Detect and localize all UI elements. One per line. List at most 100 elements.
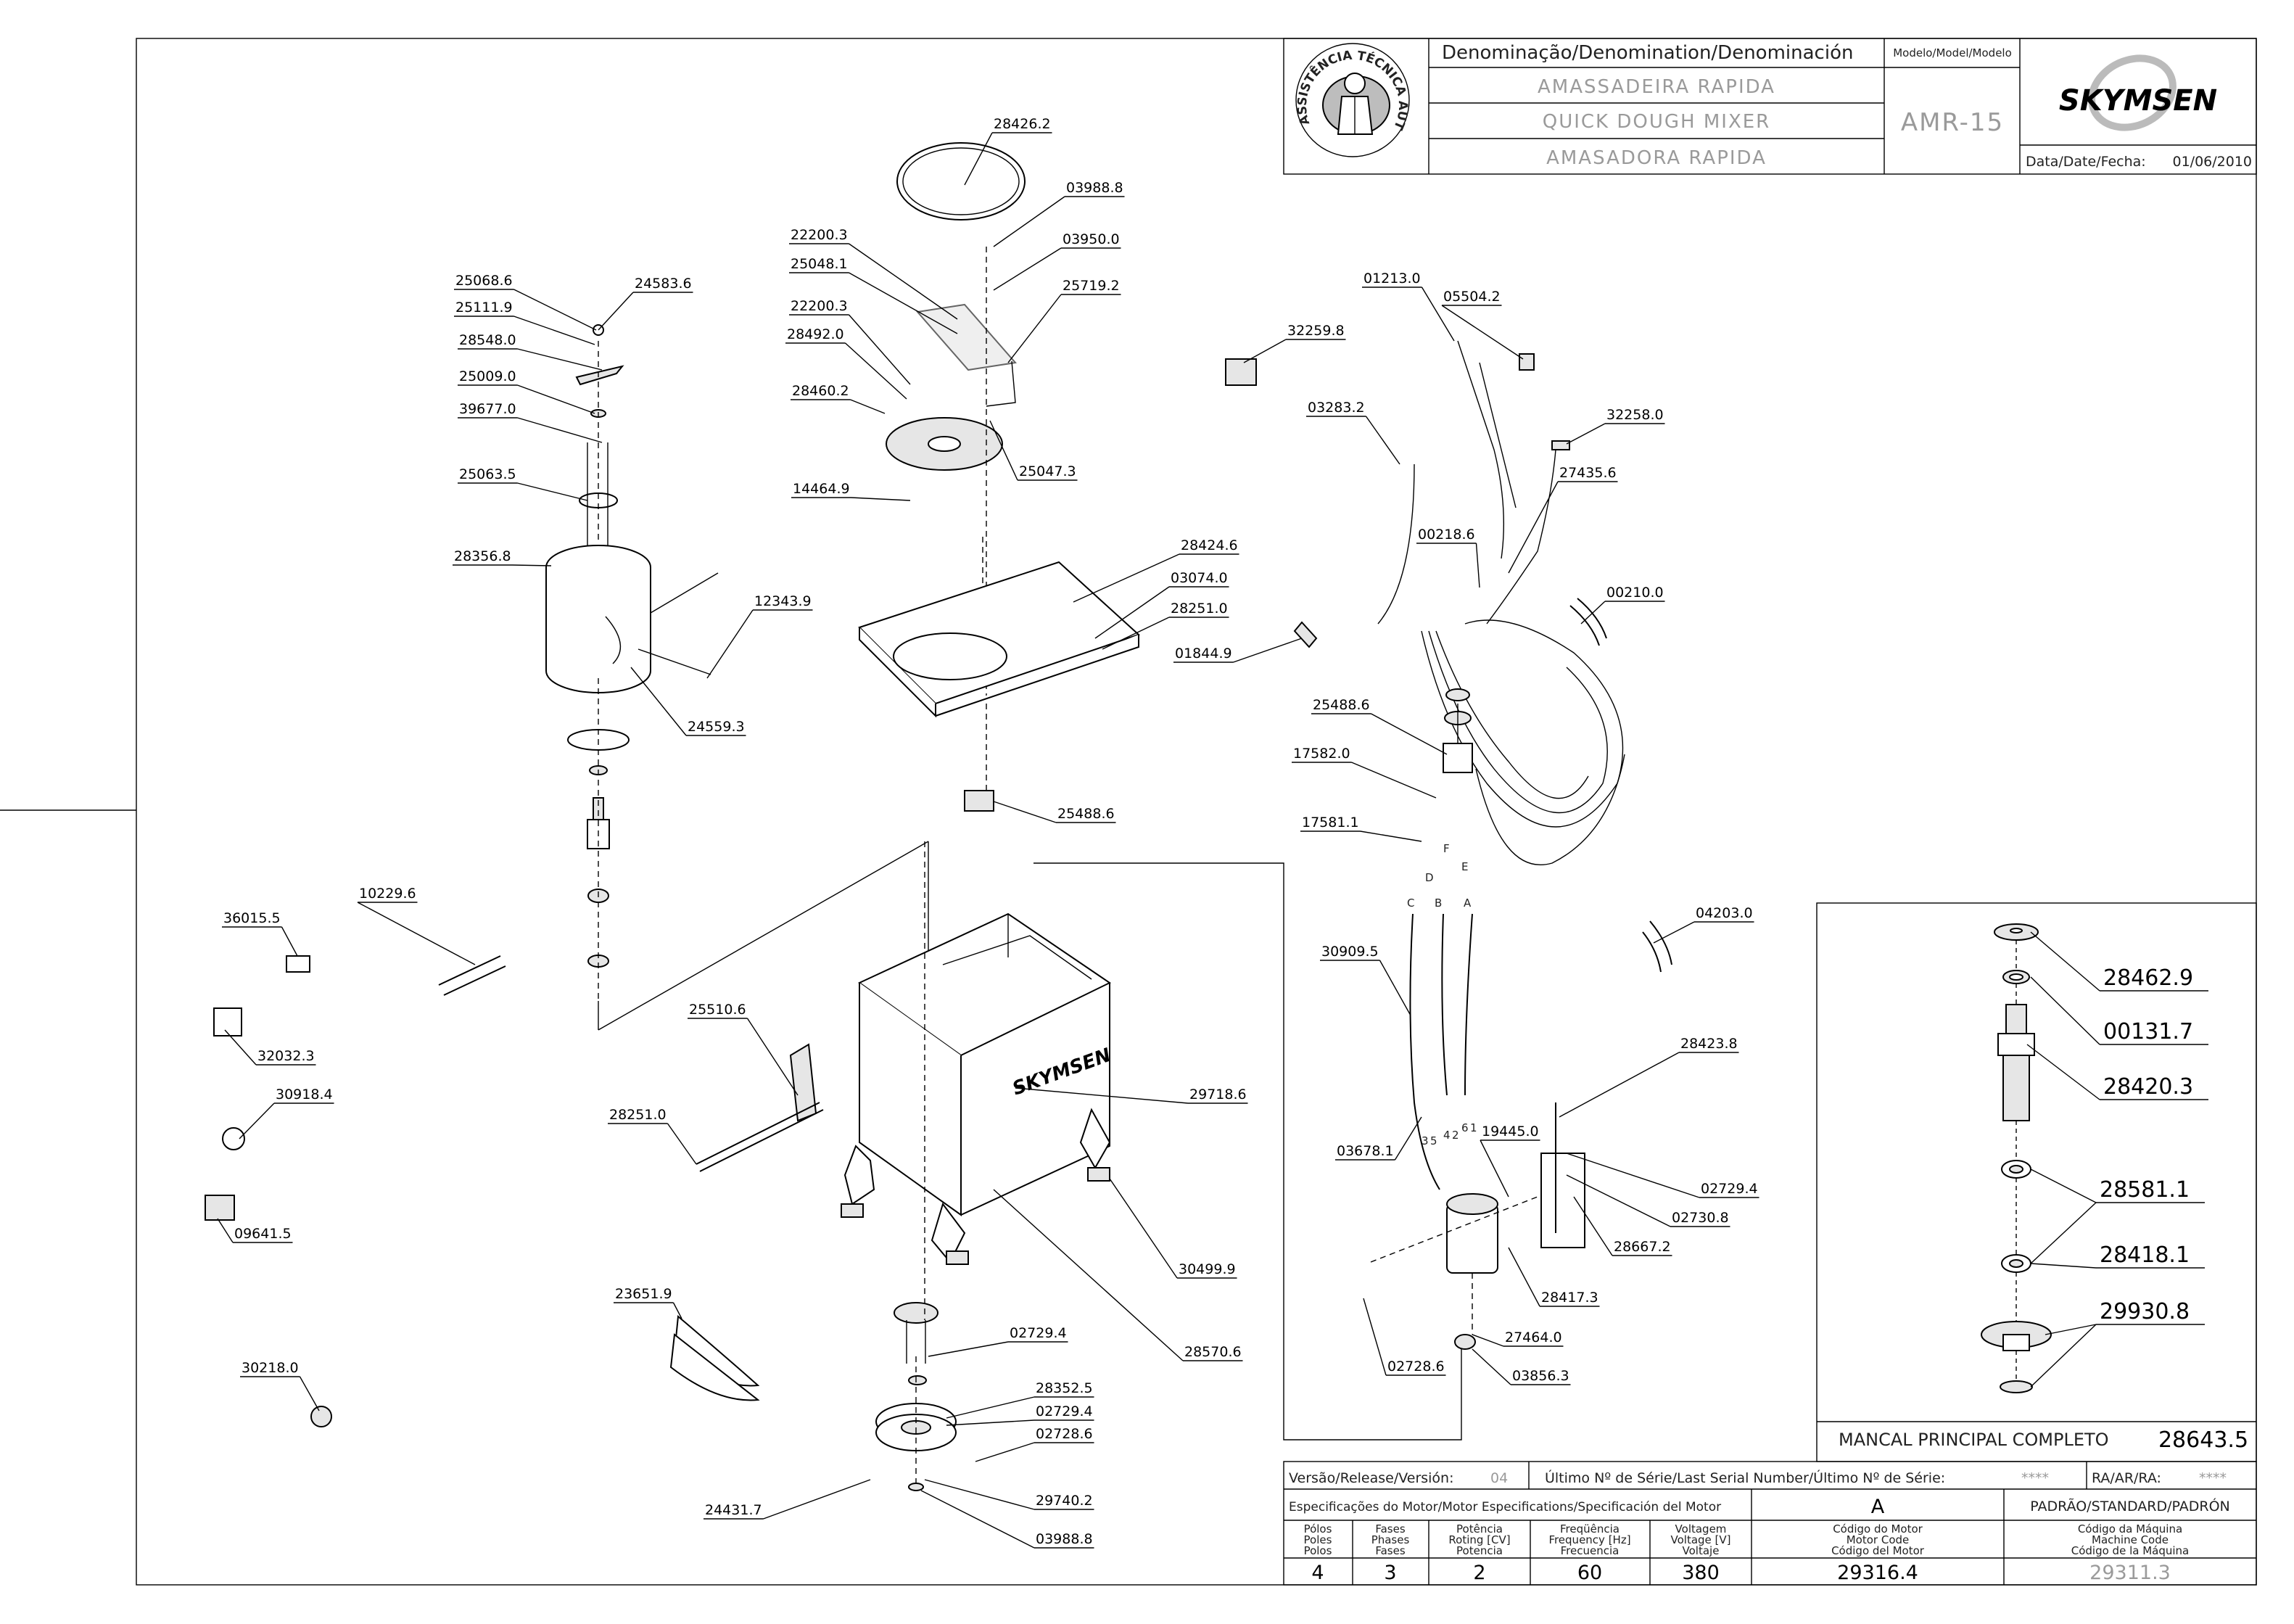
- wire-letter: 5: [1430, 1134, 1437, 1147]
- part-number-label: 00210.0: [1606, 585, 1664, 601]
- leader-line: [1580, 601, 1606, 625]
- brand-name: SKYMSEN: [2059, 84, 2217, 118]
- part-number-label: 05504.2: [1443, 289, 1501, 305]
- part-number-label: 01844.9: [1175, 646, 1232, 661]
- part-number-label: 24431.7: [705, 1502, 762, 1518]
- leader-line: [1379, 960, 1411, 1016]
- part-number-label: 28352.5: [1036, 1380, 1093, 1396]
- leader-line: [513, 289, 597, 331]
- spec-column-header: Código do Motor: [1833, 1522, 1923, 1536]
- wire-letter: D: [1425, 871, 1434, 884]
- denomination-header: Denominação/Denomination/Denominación: [1442, 42, 1853, 64]
- spec-column-header: Machine Code: [2092, 1533, 2169, 1546]
- leader-line: [299, 1376, 320, 1411]
- part-number-label: 25048.1: [791, 256, 848, 272]
- part-number-label: 27435.6: [1559, 465, 1617, 481]
- inset-part-label: 29930.8: [2100, 1299, 2190, 1324]
- inset-title: MANCAL PRINCIPAL COMPLETO: [1839, 1430, 2109, 1450]
- part-number-label: 29740.2: [1036, 1493, 1093, 1509]
- leader-line: [517, 384, 595, 414]
- part-number-label: 28251.0: [1171, 601, 1228, 617]
- spec-table: Versão/Release/Versión: 04 Último Nº de …: [1283, 1461, 2257, 1586]
- assembly-geometry: SKYMSEN: [205, 142, 1672, 1491]
- name-spanish: AMASADORA RAPIDA: [1546, 147, 1767, 169]
- name-english: QUICK DOUGH MIXER: [1543, 111, 1771, 133]
- leader-line: [513, 316, 595, 345]
- spec-column-headers: PólosPolesPolosFasesPhasesFasesPotênciaR…: [1304, 1522, 2190, 1557]
- drawing-border: [136, 38, 2257, 1586]
- leader-line: [1094, 586, 1170, 639]
- spec-column-header: Poles: [1304, 1533, 1332, 1546]
- leader-line: [946, 1419, 1035, 1426]
- leader-line: [849, 272, 958, 334]
- part-number-label: 22200.3: [791, 227, 848, 243]
- date-label: Data/Date/Fecha:: [2026, 154, 2146, 170]
- leader-line: [1243, 339, 1287, 363]
- part-number-label: 29718.6: [1189, 1087, 1247, 1102]
- part-number-label: 32259.8: [1287, 323, 1345, 339]
- wire-letter: F: [1443, 842, 1450, 855]
- part-number-label: 28423.8: [1680, 1036, 1738, 1052]
- spec-column-header: Voltage [V]: [1671, 1533, 1731, 1546]
- wire-letter: 3: [1422, 1134, 1429, 1147]
- part-number-label: 28424.6: [1181, 537, 1238, 553]
- part-number-label: 03283.2: [1308, 400, 1365, 416]
- part-number-label: 17581.1: [1302, 815, 1359, 830]
- leader-line: [672, 1302, 682, 1319]
- spec-column-header: Pólos: [1304, 1522, 1332, 1536]
- spec-column-header: Fases: [1375, 1522, 1405, 1536]
- part-number-label: 19445.0: [1482, 1124, 1539, 1139]
- spec-column-header: Roting [CV]: [1448, 1533, 1510, 1546]
- wire-letter: 1: [1470, 1121, 1477, 1134]
- part-number-label: 25063.5: [459, 466, 516, 482]
- model-code: AMR-15: [1901, 108, 2004, 137]
- leader-line: [224, 1029, 257, 1066]
- leader-line: [357, 902, 476, 965]
- part-number-label: 10229.6: [359, 886, 416, 902]
- leader-line: [1365, 416, 1400, 465]
- ra-label: RA/AR/RA:: [2092, 1470, 2161, 1486]
- leader-line: [924, 1479, 1035, 1510]
- part-number-label: 28548.0: [459, 332, 516, 348]
- leader-line: [1472, 1348, 1511, 1385]
- part-number-label: 02728.6: [1036, 1426, 1093, 1442]
- wire-letter: E: [1461, 860, 1468, 873]
- part-number-label: 09641.5: [234, 1226, 292, 1242]
- part-number-label: 01213.0: [1363, 271, 1421, 287]
- part-number-label: 12343.9: [754, 593, 812, 609]
- spec-column-header: Freqüência: [1560, 1522, 1620, 1536]
- part-number-label: 28356.8: [454, 548, 511, 564]
- inset-leader-line: [2030, 1168, 2097, 1203]
- leader-line: [848, 314, 911, 385]
- part-number-label: 02729.4: [1036, 1404, 1093, 1419]
- part-number-label: 28667.2: [1614, 1239, 1671, 1255]
- part-number-label: 30218.0: [242, 1360, 299, 1376]
- leader-line: [1102, 617, 1170, 650]
- spec-column-header: Polos: [1304, 1544, 1332, 1557]
- part-number-label: 04203.0: [1696, 905, 1753, 921]
- part-number-label: 03074.0: [1171, 570, 1228, 586]
- part-number-label: 25068.6: [455, 273, 513, 289]
- leader-line: [598, 292, 634, 331]
- spec-header: Especificações do Motor/Motor Especifica…: [1289, 1500, 1721, 1514]
- leader-line: [1508, 1247, 1540, 1307]
- spec-value: 60: [1577, 1562, 1602, 1584]
- part-number-label: 03856.3: [1512, 1368, 1569, 1384]
- leader-line: [281, 926, 298, 957]
- leader-line: [1351, 762, 1437, 799]
- part-number-label: 02728.6: [1387, 1359, 1445, 1374]
- leader-line: [845, 342, 907, 400]
- part-number-label: 03988.8: [1036, 1531, 1093, 1547]
- leader-line: [1480, 1139, 1509, 1198]
- spec-column-header: Código da Máquina: [2078, 1522, 2182, 1536]
- leader-line: [993, 801, 1057, 823]
- spec-value: 29311.3: [2089, 1562, 2171, 1584]
- leader-line: [517, 482, 588, 501]
- leader-line: [630, 667, 687, 736]
- part-number-label: 32032.3: [257, 1048, 315, 1064]
- part-number-label: 25510.6: [689, 1002, 746, 1018]
- leader-line: [928, 1341, 1009, 1357]
- leader-line: [1421, 287, 1455, 342]
- date-value: 01/06/2010: [2172, 154, 2252, 170]
